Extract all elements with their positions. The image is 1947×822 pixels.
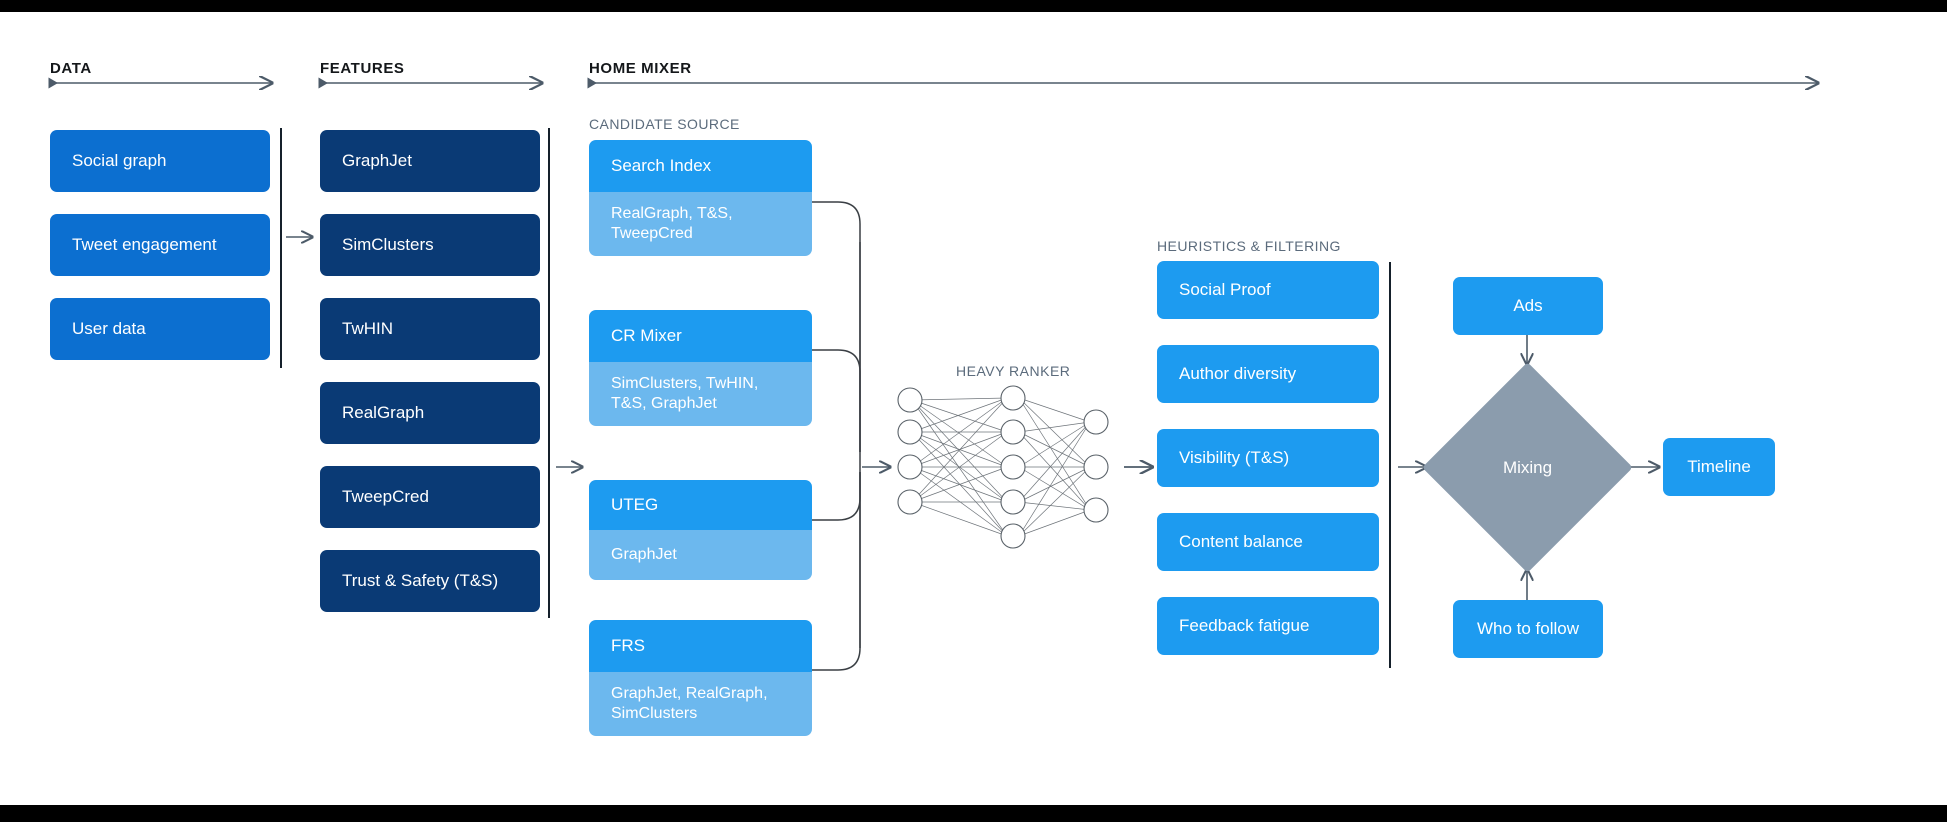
feature-box-simclusters[interactable]: SimClusters (320, 214, 540, 276)
subhead-heuristics: HEURISTICS & FILTERING (1157, 238, 1341, 254)
divider-features-home (548, 128, 550, 618)
who-to-follow-label: Who to follow (1476, 619, 1580, 638)
mixing-label: Mixing (1502, 457, 1553, 477)
data-box-user-data[interactable]: User data (50, 298, 270, 360)
data-box-label: Tweet engagement (72, 235, 217, 254)
candidate-source-card-uteg[interactable]: UTEG GraphJet (589, 480, 812, 580)
divider-data-features (280, 128, 282, 368)
heuristic-box-feedback-fatigue[interactable]: Feedback fatigue (1157, 597, 1379, 655)
feature-box-label: GraphJet (342, 151, 412, 170)
heuristic-box-author-diversity[interactable]: Author diversity (1157, 345, 1379, 403)
ads-label: Ads (1513, 296, 1543, 315)
diagram-canvas: DATA FEATURES HOME MIXER CANDIDATE SOURC… (0, 12, 1947, 805)
feature-box-trust-safety[interactable]: Trust & Safety (T&S) (320, 550, 540, 612)
timeline-box[interactable]: Timeline (1663, 438, 1775, 496)
data-box-social-graph[interactable]: Social graph (50, 130, 270, 192)
heuristic-box-social-proof[interactable]: Social Proof (1157, 261, 1379, 319)
heuristic-box-label: Visibility (T&S) (1179, 448, 1290, 467)
candidate-source-card-search-index[interactable]: Search Index RealGraph, T&S, TweepCred (589, 140, 812, 256)
divider-heuristics-mixing (1389, 262, 1391, 668)
heuristic-box-visibility[interactable]: Visibility (T&S) (1157, 429, 1379, 487)
candidate-source-card-frs[interactable]: FRS GraphJet, RealGraph, SimClusters (589, 620, 812, 736)
candidate-source-features: SimClusters, TwHIN, T&S, GraphJet (589, 362, 812, 426)
heuristic-box-label: Content balance (1179, 532, 1303, 551)
connector-overlay (0, 12, 1947, 671)
subhead-heavy-ranker: HEAVY RANKER (956, 363, 1071, 379)
candidate-gather-curves (812, 201, 861, 671)
feature-box-label: SimClusters (342, 235, 434, 254)
candidate-source-title: FRS (589, 620, 812, 672)
candidate-source-features: RealGraph, T&S, TweepCred (589, 192, 812, 256)
heuristic-box-content-balance[interactable]: Content balance (1157, 513, 1379, 571)
heavy-ranker-network (911, 397, 1091, 537)
feature-box-label: RealGraph (342, 403, 425, 422)
heuristic-box-label: Author diversity (1179, 364, 1297, 383)
feature-box-realgraph[interactable]: RealGraph (320, 382, 540, 444)
feature-box-label: TwHIN (342, 319, 393, 338)
feature-box-twhin[interactable]: TwHIN (320, 298, 540, 360)
timeline-label: Timeline (1687, 457, 1751, 476)
subhead-candidate-source: CANDIDATE SOURCE (589, 116, 740, 132)
feature-box-graphjet[interactable]: GraphJet (320, 130, 540, 192)
heuristic-box-label: Feedback fatigue (1179, 616, 1310, 635)
data-box-tweet-engagement[interactable]: Tweet engagement (50, 214, 270, 276)
data-box-label: Social graph (72, 151, 167, 170)
heuristic-box-label: Social Proof (1179, 280, 1271, 299)
candidate-source-title: UTEG (589, 480, 812, 530)
candidate-source-title: Search Index (589, 140, 812, 192)
feature-box-label: TweepCred (342, 487, 429, 506)
section-title-home-mixer: HOME MIXER (589, 60, 692, 77)
heavy-ranker-nodes (897, 385, 1109, 549)
data-box-label: User data (72, 319, 146, 338)
section-title-data: DATA (50, 60, 92, 77)
candidate-source-features: GraphJet (589, 530, 812, 580)
candidate-source-title: CR Mixer (589, 310, 812, 362)
ads-box[interactable]: Ads (1453, 277, 1603, 335)
candidate-source-card-cr-mixer[interactable]: CR Mixer SimClusters, TwHIN, T&S, GraphJ… (589, 310, 812, 426)
feature-box-tweepcred[interactable]: TweepCred (320, 466, 540, 528)
candidate-source-features: GraphJet, RealGraph, SimClusters (589, 672, 812, 736)
feature-box-label: Trust & Safety (T&S) (342, 571, 499, 590)
who-to-follow-box[interactable]: Who to follow (1453, 600, 1603, 658)
section-title-features: FEATURES (320, 60, 405, 77)
